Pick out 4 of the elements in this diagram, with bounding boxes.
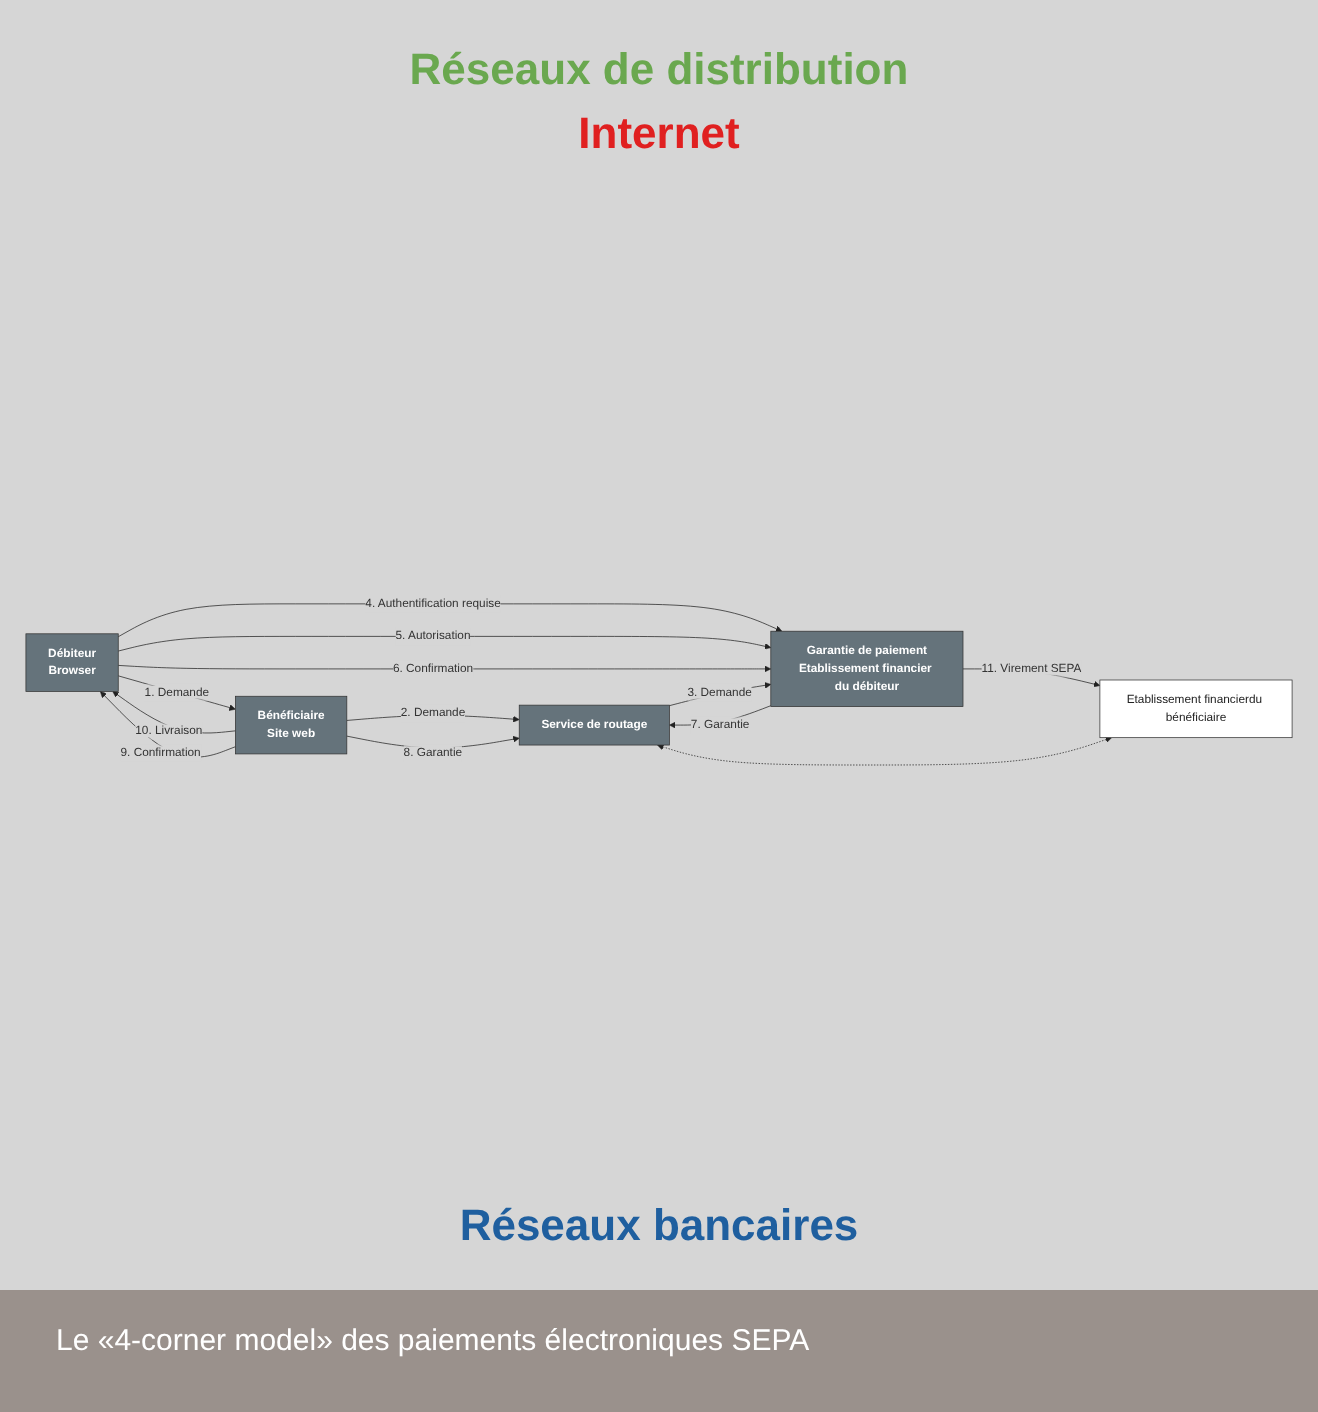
zone-label: Réseaux de distribution [409, 44, 909, 94]
zone-label: Internet [578, 108, 740, 158]
caption: Le «4-corner model» des paiements électroniques SEPA [56, 1324, 810, 1358]
zone-label: Réseaux bancaires [459, 1200, 859, 1250]
